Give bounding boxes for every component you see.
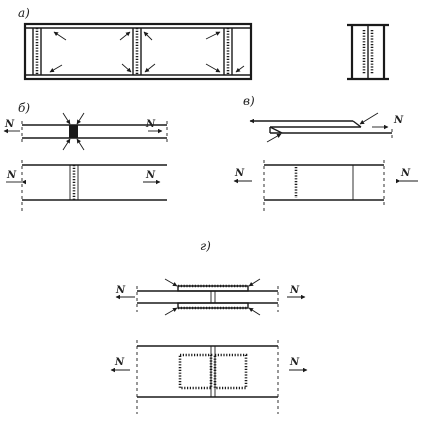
force-label: N	[400, 168, 411, 179]
force-label: N	[289, 285, 300, 296]
stiffener-2	[132, 28, 142, 75]
stiffener-3	[223, 28, 233, 75]
lap-joint-plan: N N	[233, 160, 418, 212]
panel-v: в) N N N	[233, 94, 418, 212]
panel-b: б) N N N N	[3, 101, 168, 214]
beam-elevation	[23, 22, 253, 81]
weld-b-top	[69, 125, 78, 138]
weld-arrows-a	[49, 31, 245, 73]
force-label: N	[4, 119, 15, 130]
cover-plate-joint-plan: N N	[110, 340, 308, 414]
cover-plate-weld-left	[178, 353, 213, 390]
force-label: N	[114, 357, 125, 368]
cover-plate-weld-right	[213, 353, 248, 390]
label-v: в)	[243, 94, 255, 108]
i-section	[347, 23, 389, 81]
cover-plate-joint-top: N N	[115, 278, 306, 316]
force-label: N	[145, 119, 156, 130]
label-a: а)	[18, 6, 30, 20]
lap-joint-top: N	[249, 112, 404, 143]
panel-a: а)	[18, 6, 389, 81]
label-g: г)	[200, 239, 211, 253]
panel-g: г) N N	[110, 239, 308, 414]
cover-plate-bottom	[177, 302, 249, 309]
butt-joint-top: N N	[3, 112, 168, 151]
force-label: N	[115, 285, 126, 296]
force-label: N	[6, 170, 17, 181]
beam-outline	[23, 22, 253, 81]
force-label: N	[234, 168, 245, 179]
force-label: N	[393, 115, 404, 126]
butt-joint-plan: N N	[6, 160, 167, 214]
stiffener-1	[32, 28, 42, 75]
force-label: N	[145, 170, 156, 181]
force-label: N	[289, 357, 300, 368]
cover-plate-top	[177, 285, 249, 292]
label-b: б)	[18, 101, 30, 115]
